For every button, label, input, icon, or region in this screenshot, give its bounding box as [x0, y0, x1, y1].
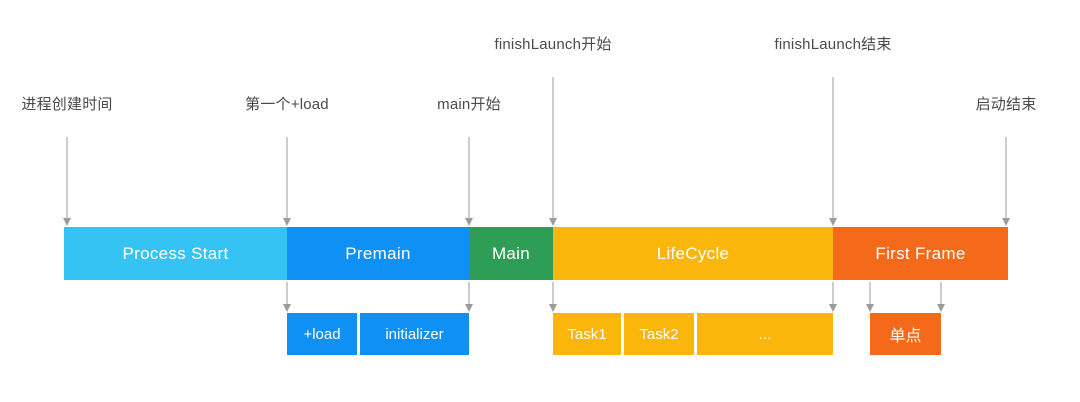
sub-box-task-more[interactable]: ... — [697, 313, 833, 355]
sub-connector-premain-detail-1 — [468, 282, 470, 304]
sub-box-label: +load — [303, 325, 341, 343]
bar-segment-label: LifeCycle — [656, 243, 730, 263]
sub-box-plus-load[interactable]: +load — [287, 313, 357, 355]
marker-connector-finishlaunch-end — [832, 77, 834, 218]
sub-connector-lifecycle-detail-1 — [832, 282, 834, 304]
marker-arrowhead-first-load — [283, 218, 291, 226]
sub-box-label: Task1 — [567, 325, 607, 343]
marker-label-main-begin: main开始 — [437, 96, 501, 113]
marker-arrowhead-main-begin — [465, 218, 473, 226]
sub-arrowhead-premain-detail-0 — [283, 304, 291, 312]
marker-connector-launch-end — [1005, 137, 1007, 218]
sub-arrowhead-first-frame-detail-1 — [937, 304, 945, 312]
sub-arrowhead-first-frame-detail-0 — [866, 304, 874, 312]
marker-connector-finishlaunch-begin — [552, 77, 554, 218]
sub-connector-first-frame-detail-0 — [869, 282, 871, 304]
sub-box-label: Task2 — [639, 325, 679, 343]
sub-connector-first-frame-detail-1 — [940, 282, 942, 304]
marker-connector-main-begin — [468, 137, 470, 218]
sub-box-single-point[interactable]: 单点 — [870, 313, 941, 355]
bar-segment-premain[interactable]: Premain — [287, 227, 469, 280]
sub-box-task1[interactable]: Task1 — [553, 313, 621, 355]
bar-segment-label: Process Start — [122, 243, 229, 263]
sub-arrowhead-lifecycle-detail-0 — [549, 304, 557, 312]
bar-segment-first-frame[interactable]: First Frame — [833, 227, 1008, 280]
sub-box-label: ... — [758, 325, 772, 343]
sub-arrowhead-premain-detail-1 — [465, 304, 473, 312]
sub-box-initializer[interactable]: initializer — [360, 313, 469, 355]
marker-arrowhead-finishlaunch-end — [829, 218, 837, 226]
marker-arrowhead-launch-end — [1002, 218, 1010, 226]
sub-box-task2[interactable]: Task2 — [624, 313, 694, 355]
marker-label-process-create: 进程创建时间 — [21, 96, 113, 113]
marker-arrowhead-finishlaunch-begin — [549, 218, 557, 226]
marker-arrowhead-process-create — [63, 218, 71, 226]
marker-label-finishlaunch-begin: finishLaunch开始 — [494, 36, 612, 53]
bar-segment-label: First Frame — [875, 243, 966, 263]
bar-segment-main[interactable]: Main — [469, 227, 553, 280]
bar-segment-lifecycle[interactable]: LifeCycle — [553, 227, 833, 280]
marker-connector-process-create — [66, 137, 68, 218]
sub-connector-lifecycle-detail-0 — [552, 282, 554, 304]
bar-segment-process-start[interactable]: Process Start — [64, 227, 287, 280]
marker-label-finishlaunch-end: finishLaunch结束 — [774, 36, 892, 53]
sub-arrowhead-lifecycle-detail-1 — [829, 304, 837, 312]
marker-connector-first-load — [286, 137, 288, 218]
sub-box-label: initializer — [385, 325, 444, 343]
bar-segment-label: Main — [491, 243, 531, 263]
marker-label-launch-end: 启动结束 — [975, 96, 1037, 113]
sub-connector-premain-detail-0 — [286, 282, 288, 304]
bar-segment-label: Premain — [345, 243, 411, 263]
marker-label-first-load: 第一个+load — [245, 96, 329, 113]
sub-box-label: 单点 — [889, 328, 922, 345]
